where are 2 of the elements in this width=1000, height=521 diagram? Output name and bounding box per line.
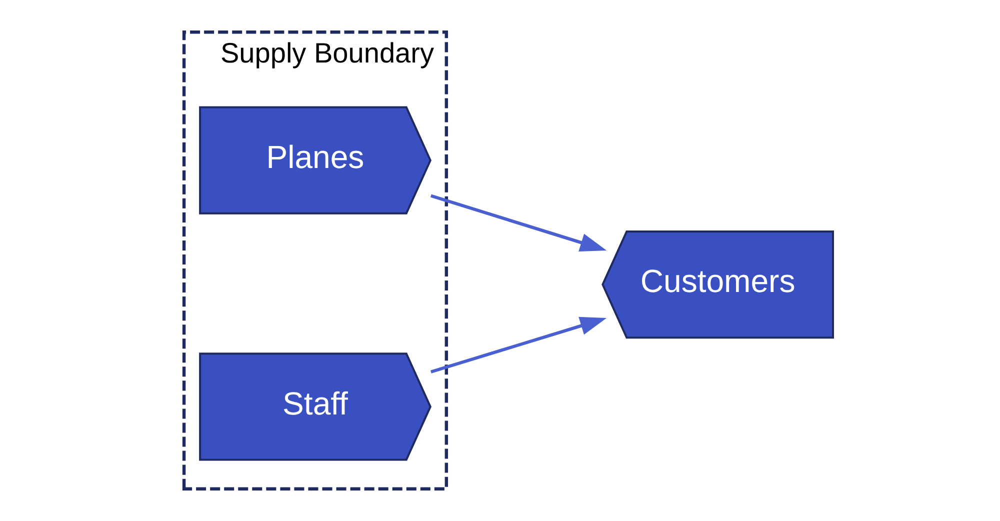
arrow bbox=[430, 194, 606, 252]
arrow bbox=[430, 316, 606, 374]
